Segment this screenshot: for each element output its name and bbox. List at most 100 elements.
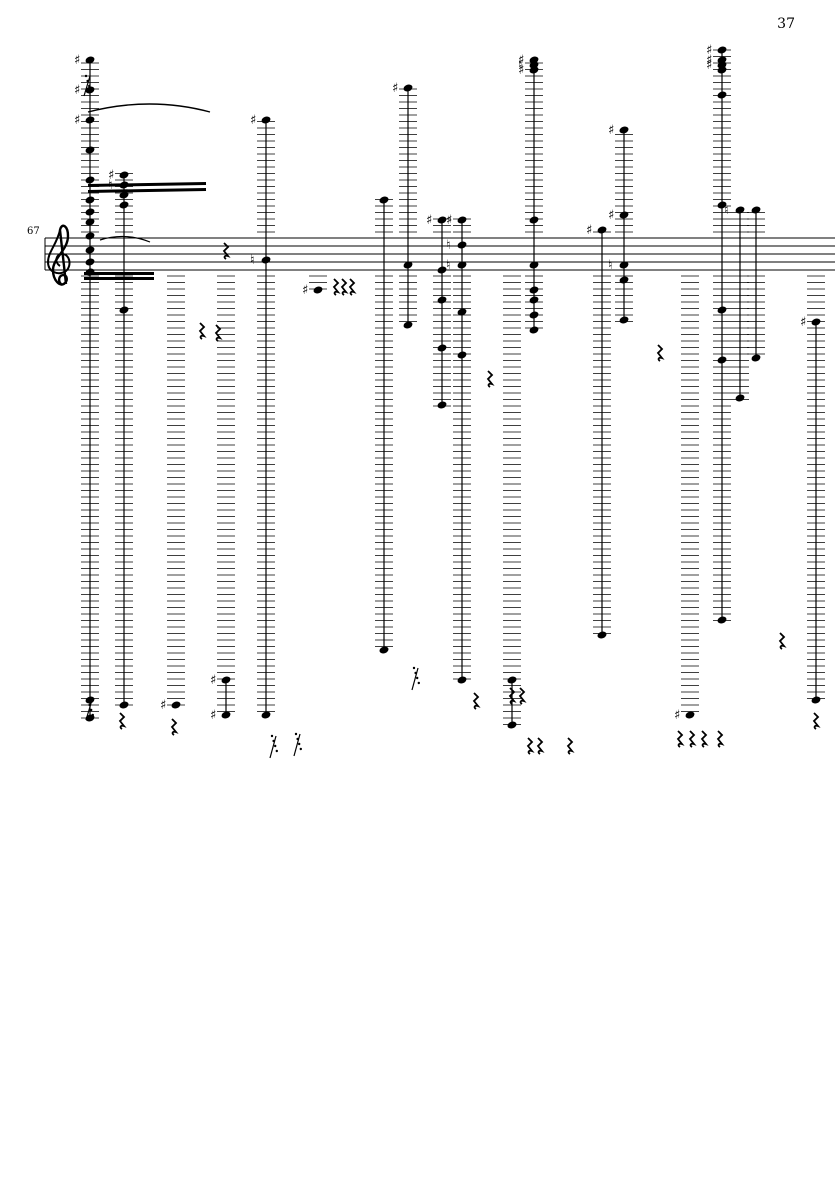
sharp-icon: ♯ [518,53,524,68]
note-19: ♯ [800,275,825,704]
notehead [811,696,821,704]
notehead [437,401,447,409]
rest-icon [716,730,725,748]
grace-dot [412,666,416,670]
note-columns: ♯♯♯♯♮♯♯♯♯♮♯♯♯♯♮♮♯♮♯♯♯♯♮♯♯♯♯♮♯ [74,43,825,729]
grace-dot [89,89,93,93]
notehead [119,171,129,179]
rest-icon [348,278,357,296]
notehead [119,181,129,189]
note-13: ♯ [586,223,611,639]
grace-dot [86,79,89,83]
rests [83,74,821,759]
grace-dot [416,676,419,680]
rest-icon [198,322,207,340]
rest-icon [340,278,349,296]
beam-group: ♯♮ [108,168,133,709]
sharp-icon: ♯ [108,168,114,183]
grace-dot [414,671,417,675]
notehead [403,321,413,329]
notehead [119,306,129,314]
tie-top [87,103,211,113]
notehead [119,201,129,209]
note-4: ♯♯ [210,275,235,723]
rest-icon [222,242,231,260]
notehead [457,351,467,359]
notehead [507,721,517,729]
natural-icon: ♮ [250,253,255,268]
sharp-icon: ♯ [74,113,80,128]
notehead [811,318,821,326]
sharp-icon: ♯ [446,213,452,228]
notehead [85,258,95,266]
tie-staff [99,235,151,243]
notehead [529,216,539,224]
notehead [85,196,95,204]
notehead [85,56,95,64]
notehead [85,146,95,154]
note-18 [747,206,765,362]
notehead [717,91,727,99]
note-15: ♯ [674,275,699,723]
notehead [597,631,607,639]
notehead [119,191,129,199]
sharp-icon: ♯ [210,708,216,723]
notehead [437,344,447,352]
notehead [619,276,629,284]
note-9: ♯ [426,213,451,409]
notehead [85,246,95,254]
note-3: ♯ [160,275,185,713]
notehead [85,268,95,276]
notehead [437,216,447,224]
grace-dot [298,742,301,746]
tremolo-icon [411,667,419,691]
grace-dot [294,732,298,736]
beam-group-top [87,181,207,193]
note-7 [375,196,393,654]
rest-icon [536,737,545,755]
notehead [529,326,539,334]
natural-icon: ♮ [108,178,113,193]
notehead [685,711,695,719]
notehead [379,646,389,654]
rest-icon [688,730,697,748]
grace-dot [86,698,90,702]
natural-icon: ♮ [724,203,729,218]
notehead [717,46,727,54]
notehead [457,308,467,316]
notehead [221,711,231,719]
notehead [171,701,181,709]
notehead [313,286,323,294]
sharp-icon: ♯ [74,53,80,68]
rest-icon [676,730,685,748]
sharp-icon: ♯ [250,113,256,128]
notehead [751,206,761,214]
tremolo-icon [269,735,277,759]
grace-dot [417,681,420,685]
notehead [437,266,447,274]
notehead [261,116,271,124]
note-17: ♮ [724,203,749,402]
notehead [597,226,607,234]
notehead [403,261,413,269]
sharp-icon: ♯ [706,43,712,58]
notehead [619,316,629,324]
rest-icon [566,737,575,755]
notehead [735,394,745,402]
rest-icon [486,370,495,388]
grace-dot [90,708,93,712]
rest-icon [508,687,517,705]
rest-icon [812,712,821,730]
notehead [717,616,727,624]
sharp-icon: ♯ [586,223,592,238]
notehead [529,261,539,269]
sharp-icon: ♯ [74,83,80,98]
sharp-icon: ♯ [302,283,308,298]
notehead [437,296,447,304]
sharp-icon: ♯ [608,208,614,223]
notehead [403,84,413,92]
notehead [85,696,95,704]
rest-icon [472,692,481,710]
